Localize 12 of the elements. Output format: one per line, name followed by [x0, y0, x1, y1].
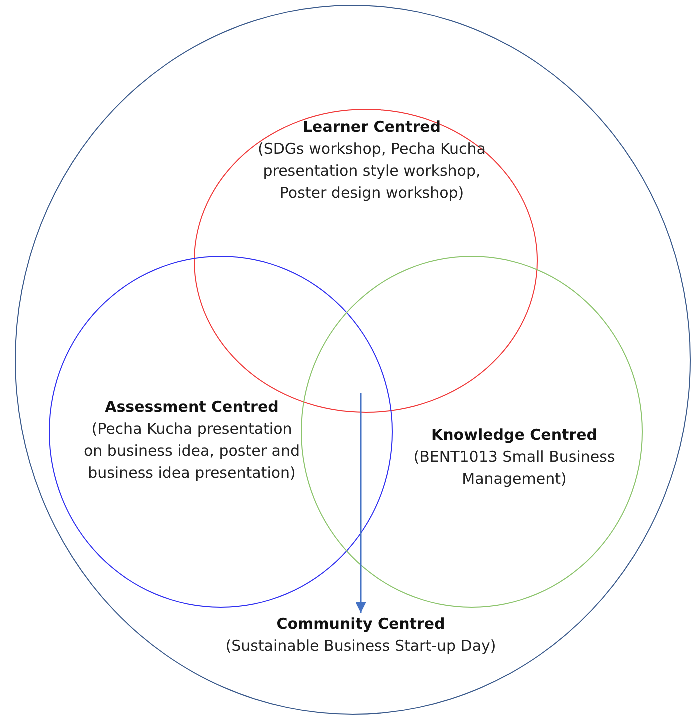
circle-description: (BENT1013 Small Business Management) — [412, 447, 616, 490]
circle-title: Community Centred — [276, 614, 446, 635]
circle-title: Knowledge Centred — [430, 425, 598, 446]
circle-description: (SDGs workshop, Pecha Kucha presentation style workshop, Poster design workshop) — [257, 139, 487, 204]
venn-circle — [49, 256, 393, 608]
circle-description: (Sustainable Business Start-up Day) — [224, 636, 498, 657]
circle-title: Assessment Centred — [104, 397, 280, 418]
circle-description: (Pecha Kucha presentation on business idea, poster and business idea presentation) — [82, 419, 302, 484]
venn-circle — [15, 5, 691, 715]
arrow — [356, 393, 366, 613]
circle-title: Learner Centred — [302, 117, 442, 138]
venn-circle — [301, 256, 643, 608]
